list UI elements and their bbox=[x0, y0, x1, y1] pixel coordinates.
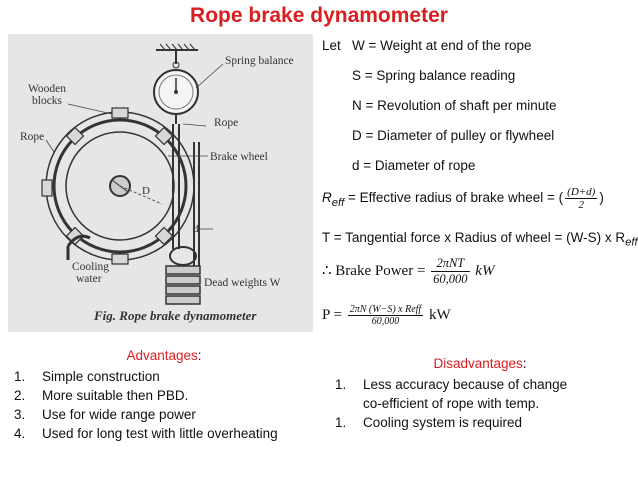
def-s: S = Spring balance reading bbox=[352, 68, 516, 83]
label-cooling: Cooling bbox=[72, 261, 109, 273]
def-reff: Reff = Effective radius of brake wheel =… bbox=[322, 186, 604, 211]
label-brake-wheel: Brake wheel bbox=[210, 151, 268, 163]
label-rope-left: Rope bbox=[20, 131, 44, 143]
spring-balance bbox=[153, 69, 199, 124]
reff-denominator: 2 bbox=[578, 199, 585, 211]
label-d: d bbox=[193, 223, 199, 235]
disadvantages-heading: Disadvantages: bbox=[325, 356, 635, 371]
disadvantage-text: Less accuracy because of change bbox=[363, 377, 568, 392]
advantage-item: 2.More suitable then PBD. bbox=[14, 388, 189, 403]
leader-lines bbox=[45, 63, 224, 230]
advantage-text: Use for wide range power bbox=[42, 407, 196, 422]
def-let-w: Let W = Weight at end of the rope bbox=[322, 38, 532, 53]
advantage-text: More suitable then PBD. bbox=[42, 388, 189, 403]
therefore-symbol: ∴ bbox=[322, 262, 332, 279]
rope-brake-figure: Spring balance Wooden blocks Rope Rope B… bbox=[8, 34, 313, 332]
t-subscript: eff bbox=[625, 236, 638, 249]
def-n: N = Revolution of shaft per minute bbox=[352, 98, 557, 113]
reff-text: = Effective radius of brake wheel = ( bbox=[348, 190, 564, 206]
label-dead-weights: Dead weights W bbox=[204, 277, 281, 289]
label-rope-right: Rope bbox=[214, 117, 238, 129]
disadvantage-text: Cooling system is required bbox=[363, 415, 523, 430]
label-wooden-blocks-2: blocks bbox=[32, 95, 63, 107]
bp-denominator: 60,000 bbox=[433, 272, 468, 286]
p-denominator: 60,000 bbox=[371, 316, 400, 327]
def-w: W = Weight at end of the rope bbox=[352, 38, 532, 53]
advantages-section: Advantages: 1.Simple construction 2.More… bbox=[14, 348, 314, 443]
advantage-item: 4.Used for long test with little overhea… bbox=[14, 426, 278, 441]
let-word: Let bbox=[322, 38, 341, 53]
disadvantage-item: 1.Cooling system is required bbox=[335, 415, 523, 430]
disadvantage-item-continued: co-efficient of rope with temp. bbox=[363, 396, 540, 411]
advantage-text: Used for long test with little overheati… bbox=[42, 426, 278, 441]
advantages-colon: : bbox=[197, 348, 202, 363]
page-title: Rope brake dynamometer bbox=[190, 4, 448, 27]
reff-numerator: (D+d) bbox=[565, 186, 598, 199]
advantages-title: Advantages bbox=[126, 348, 198, 363]
cooling-pipe bbox=[66, 234, 91, 260]
t-text: T = Tangential force x Radius of wheel =… bbox=[322, 230, 626, 245]
bp-unit: kW bbox=[475, 262, 495, 279]
ceiling-support bbox=[156, 43, 198, 69]
disadvantages-title: Disadvantages bbox=[433, 356, 523, 371]
label-D: D bbox=[142, 185, 150, 197]
reff-symbol: R bbox=[322, 190, 332, 206]
reff-close: ) bbox=[599, 190, 604, 206]
disadvantages-colon: : bbox=[522, 356, 527, 371]
advantage-text: Simple construction bbox=[42, 369, 160, 384]
def-d-big: D = Diameter of pulley or flywheel bbox=[352, 128, 555, 143]
figure-drawing: Spring balance Wooden blocks Rope Rope B… bbox=[20, 43, 294, 323]
bp-numerator: 2πNT bbox=[431, 256, 470, 272]
p-label: P = bbox=[322, 306, 342, 323]
p-unit: kW bbox=[428, 306, 451, 323]
label-wooden-blocks: Wooden bbox=[28, 83, 66, 95]
brake-power-label: Brake Power = bbox=[335, 262, 426, 279]
reff-fraction: (D+d)2 bbox=[565, 186, 598, 211]
def-d-small: d = Diameter of rope bbox=[352, 158, 476, 173]
def-t: T = Tangential force x Radius of wheel =… bbox=[322, 230, 638, 249]
reff-subscript: eff bbox=[331, 196, 345, 209]
wooden-blocks bbox=[41, 107, 174, 265]
disadvantages-section: Disadvantages: 1.Less accuracy because o… bbox=[325, 356, 635, 432]
advantage-item: 3.Use for wide range power bbox=[14, 407, 196, 422]
dead-weights bbox=[165, 246, 201, 305]
advantages-heading: Advantages: bbox=[14, 348, 314, 363]
p-numerator: 2πN (W−S) x Reff bbox=[347, 304, 424, 316]
label-spring-balance: Spring balance bbox=[225, 55, 294, 67]
disadvantage-item: 1.Less accuracy because of change bbox=[335, 377, 568, 392]
advantage-item: 1.Simple construction bbox=[14, 369, 160, 384]
figure-caption: Fig. Rope brake dynamometer bbox=[93, 308, 257, 323]
rope bbox=[172, 124, 200, 266]
label-cooling-water: water bbox=[76, 273, 102, 285]
